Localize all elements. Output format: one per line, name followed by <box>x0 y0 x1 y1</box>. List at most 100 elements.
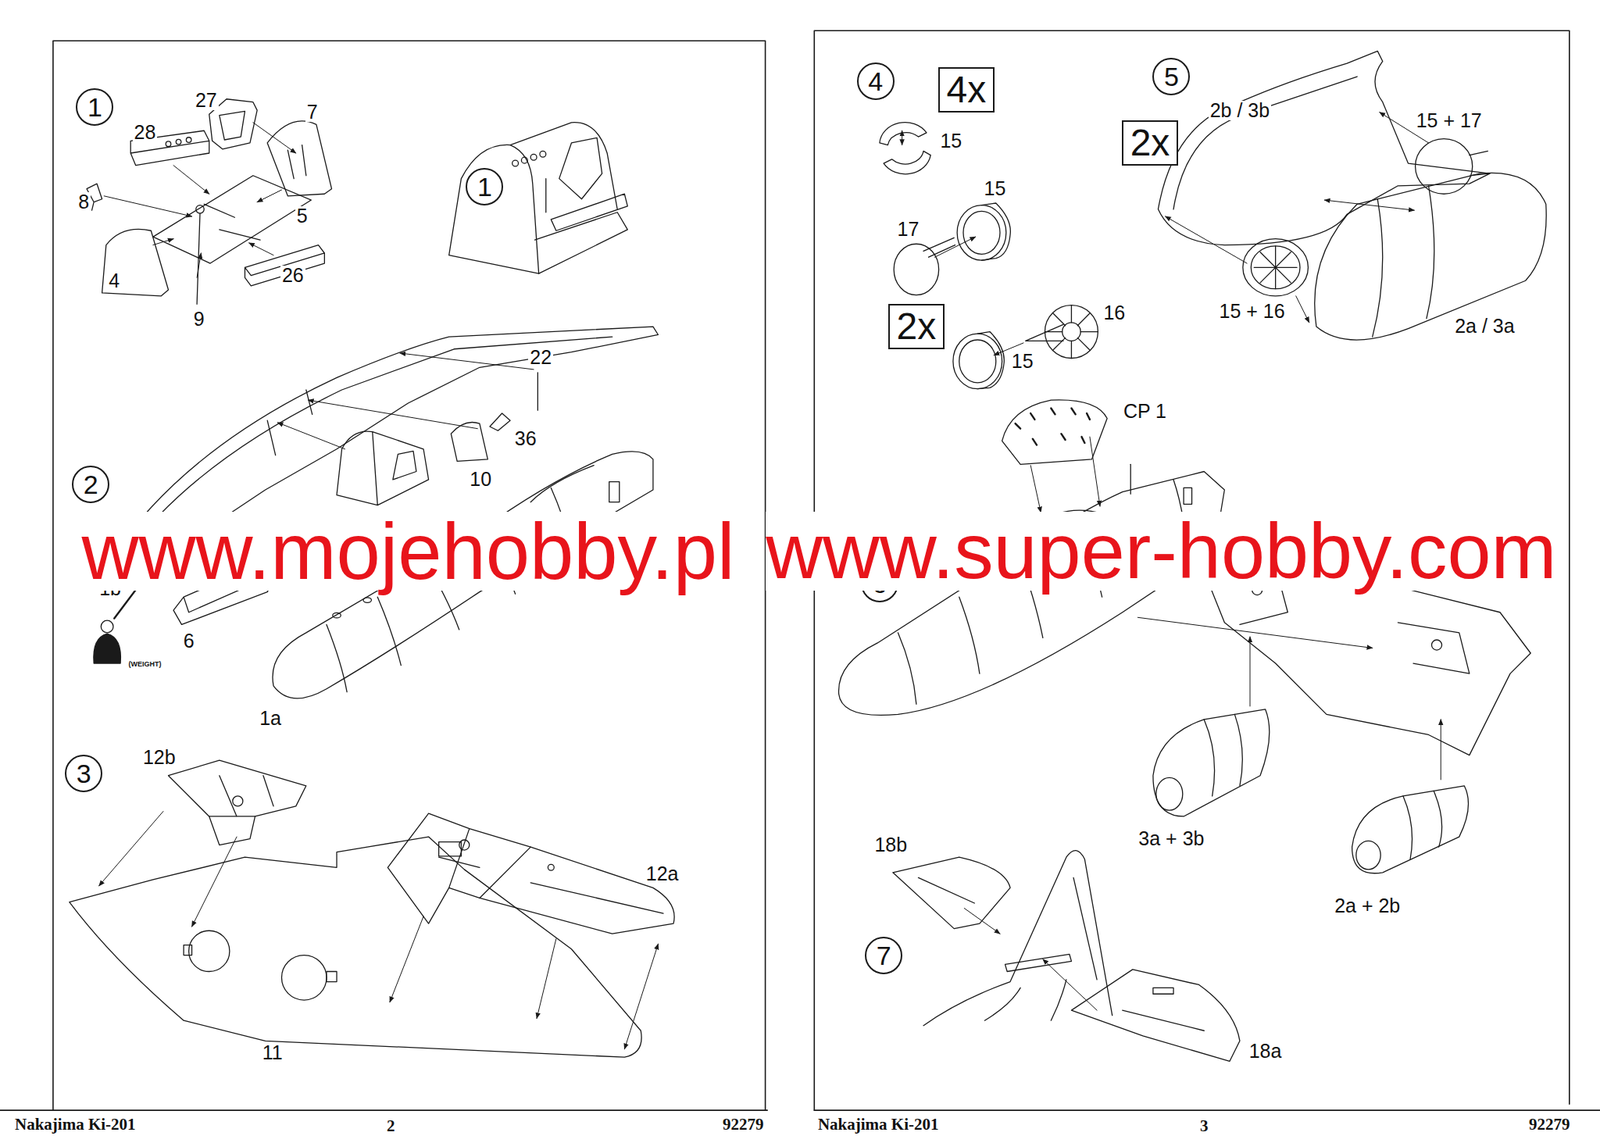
step-number: 3 <box>64 754 103 793</box>
leader-arrow <box>153 239 174 246</box>
part-number: 18b <box>872 835 909 855</box>
leader-arrow <box>1137 617 1372 648</box>
wing-upper <box>168 760 307 845</box>
wing-lower <box>183 945 192 956</box>
part-number: 2a / 3a <box>1453 316 1516 336</box>
step-label: 3 <box>76 760 92 787</box>
leader-arrow <box>1250 636 1251 707</box>
step-label: 5 <box>1164 63 1179 90</box>
fuselage-half <box>100 620 114 633</box>
engine-parts <box>959 339 997 383</box>
engine-nacelle <box>1157 50 1547 340</box>
fuselage-half <box>530 465 594 503</box>
part-number: 26 <box>280 265 306 286</box>
leader-arrow <box>1030 436 1441 780</box>
leader-arrow <box>964 908 1097 1011</box>
engine-nacelle <box>1469 150 1490 175</box>
part-number: 12b <box>141 747 178 768</box>
aircraft-assembly <box>1403 790 1443 860</box>
step-number: 4 <box>857 62 895 100</box>
part-number: 8 <box>76 192 91 212</box>
cockpit-parts <box>185 137 192 143</box>
leader-arrow <box>624 943 658 1050</box>
engine-parts <box>981 203 1011 261</box>
tail-assembly <box>1153 987 1174 994</box>
part-number: (WEIGHT) <box>126 660 163 668</box>
engine-parts <box>953 333 1003 390</box>
part-number: 17 <box>896 219 922 240</box>
leader-arrow <box>1165 112 1429 323</box>
aircraft-assembly <box>839 471 1225 716</box>
wing-lower <box>326 971 337 983</box>
part-number: 10 <box>467 469 493 490</box>
engine-parts <box>963 210 1000 254</box>
tail-assembly <box>923 850 1113 1026</box>
watermark: www.super-hobby.com <box>765 511 1557 591</box>
leader-arrow <box>536 939 557 1019</box>
cockpit-parts <box>86 99 332 305</box>
footer-text: Nakajima Ki-201 <box>816 1116 941 1133</box>
step-number: 1 <box>75 88 114 126</box>
engine-parts <box>893 243 939 295</box>
tail-assembly <box>1005 953 1072 972</box>
leader-arrow <box>1089 436 1100 507</box>
wing-upper <box>209 775 274 817</box>
leader-arrow <box>103 122 297 279</box>
part-number: 2a + 2b <box>1332 896 1402 916</box>
part-number: 18a <box>1247 1041 1284 1061</box>
leader-arrow <box>307 400 478 429</box>
engine-nacelle <box>1314 172 1547 340</box>
engine-nacelle <box>1253 246 1297 290</box>
cockpit-parts <box>196 213 200 304</box>
quantity-box: 4x <box>938 67 995 113</box>
part-number: 15 + 17 <box>1414 110 1484 131</box>
part-number: 15 <box>982 178 1008 199</box>
step-label: 2x <box>896 307 937 346</box>
leader-arrow <box>192 836 237 927</box>
quantity-box: 2x <box>888 303 945 350</box>
part-number: 28 <box>132 122 158 143</box>
engine-nacelle <box>1242 239 1309 297</box>
page-frame <box>0 1109 768 1111</box>
leader-arrow <box>1324 200 1415 211</box>
fuselage-half <box>93 326 659 664</box>
wing-upper <box>439 842 462 857</box>
page-frame <box>0 30 1600 1111</box>
engine-parts <box>879 122 1099 390</box>
cockpit-assembly <box>530 153 537 161</box>
cockpit-parts <box>175 139 182 145</box>
part-number: 2b / 3b <box>1208 100 1272 121</box>
aircraft-assembly <box>1352 785 1469 874</box>
tail-assembly <box>1071 969 1240 1062</box>
page-frame <box>53 40 766 1111</box>
fuselage-half <box>392 450 417 480</box>
wing-lower <box>69 836 642 1058</box>
leader-arrow <box>1296 296 1310 323</box>
cockpit-assembly <box>449 122 629 274</box>
aircraft-assembly <box>1156 777 1183 811</box>
step-label: 4 <box>867 67 883 95</box>
step-label: 2 <box>83 471 99 498</box>
step-label: 1 <box>87 93 103 121</box>
leader-arrow <box>99 810 164 886</box>
tail-assembly <box>892 857 1011 929</box>
part-number: 11 <box>260 1042 285 1063</box>
cockpit-assembly <box>449 144 540 274</box>
leader-arrow <box>964 908 1000 935</box>
page-frame <box>814 1109 1600 1111</box>
footer-text: 3 <box>1198 1117 1211 1135</box>
part-number: 7 <box>305 102 320 122</box>
cockpit-assembly <box>512 160 519 167</box>
canopy <box>1002 400 1108 465</box>
engine-nacelle <box>1372 185 1435 337</box>
engine-parts <box>977 332 1004 390</box>
aircraft-assembly <box>1203 714 1243 796</box>
engine-nacelle <box>1250 246 1300 290</box>
leader-arrow <box>389 916 424 1003</box>
cockpit-assembly <box>521 157 528 164</box>
part-number: 16 <box>1101 303 1127 323</box>
fuselage-half <box>450 421 488 461</box>
engine-parts <box>923 237 955 258</box>
footer-text: 92279 <box>1527 1116 1572 1133</box>
